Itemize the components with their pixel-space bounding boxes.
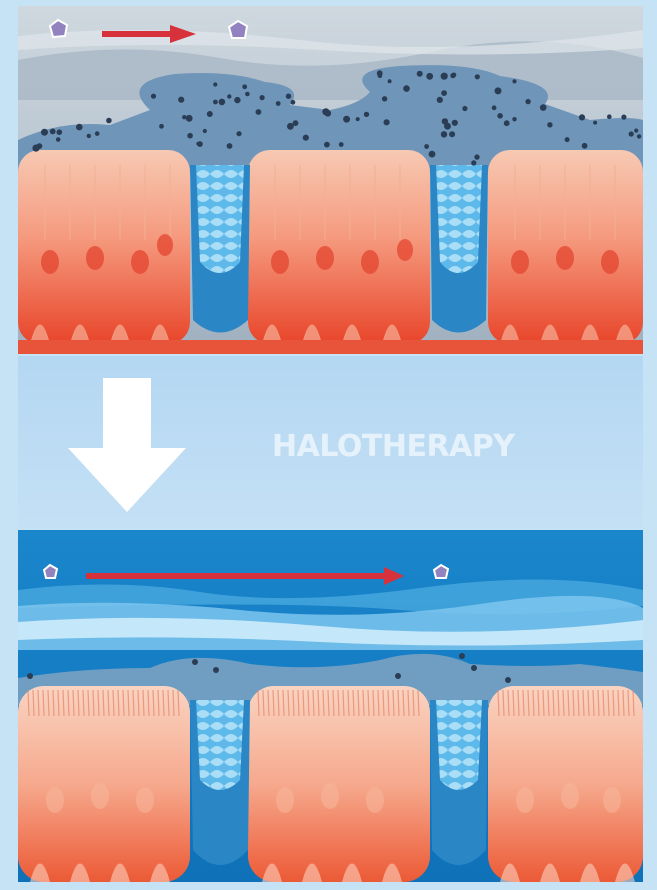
particle-dot xyxy=(325,110,332,117)
particle-dot xyxy=(417,71,423,77)
particle-dot xyxy=(87,134,91,138)
particle-dot xyxy=(324,142,330,148)
particle-dot xyxy=(475,74,480,79)
particle-dot xyxy=(634,129,638,133)
epithelium-before xyxy=(18,150,643,344)
particle-dot xyxy=(219,99,226,106)
particle-dot xyxy=(525,99,530,104)
particle-dot xyxy=(242,84,247,89)
particle-dot xyxy=(41,129,48,136)
particle-dot xyxy=(450,73,455,78)
particle-dot xyxy=(50,129,56,135)
particle-dot xyxy=(593,121,597,125)
particle-dot xyxy=(437,97,443,103)
particle-dot xyxy=(384,119,390,125)
diagram-title: HALOTHERAPY xyxy=(272,429,516,464)
particle-dot xyxy=(227,94,231,98)
particle-dot xyxy=(512,79,516,83)
gland-fluid xyxy=(196,165,244,273)
particle-dot xyxy=(629,131,634,136)
particle-dot xyxy=(565,137,570,142)
particle-dot xyxy=(512,117,516,121)
particle-dot xyxy=(497,113,503,119)
particle-dot xyxy=(293,120,299,126)
particle-dot xyxy=(186,115,193,122)
particle-dot xyxy=(441,73,448,80)
flow-arrow-shaft xyxy=(86,573,386,579)
transition-band: HALOTHERAPY xyxy=(18,356,643,528)
particle-dot xyxy=(303,135,309,141)
particle-dot xyxy=(236,131,241,136)
particle-dot xyxy=(234,97,240,103)
particle-dot xyxy=(621,115,626,120)
particle-dot xyxy=(540,104,547,111)
particle-dot xyxy=(207,111,213,117)
particle-dot xyxy=(227,143,233,149)
particle-dot xyxy=(462,106,467,111)
particle-dot xyxy=(364,112,369,117)
particle-dot xyxy=(106,118,112,124)
particle-dot xyxy=(429,151,436,158)
particle-dot xyxy=(471,160,476,165)
particle-dot xyxy=(492,105,497,110)
basement-membrane xyxy=(18,340,643,354)
particle-dot xyxy=(378,74,383,79)
particle-dot xyxy=(260,95,265,100)
particle-dot xyxy=(56,137,61,142)
particle-dot xyxy=(203,129,207,133)
particle-dot xyxy=(76,124,83,131)
mucus-plug xyxy=(180,120,250,170)
particle-dot xyxy=(495,87,502,94)
particle-dot xyxy=(57,129,63,135)
particle-dot xyxy=(196,142,200,146)
gland-fluid xyxy=(436,700,482,790)
particle-dot xyxy=(159,124,164,129)
panel-after xyxy=(18,530,643,882)
particle-dot xyxy=(291,100,296,105)
particle-dot xyxy=(449,131,455,137)
particle-dot xyxy=(245,92,250,97)
particle-dot xyxy=(213,82,217,86)
particle-dot xyxy=(579,114,585,120)
particle-dot xyxy=(441,131,447,137)
particle-dot xyxy=(256,109,262,115)
particle-dot xyxy=(343,116,350,123)
particle-dot xyxy=(607,114,612,119)
particle-dot xyxy=(637,134,641,138)
particle-dot xyxy=(151,94,156,99)
gland-fluid xyxy=(436,165,482,273)
particle-dot xyxy=(403,85,410,92)
particle-dot xyxy=(582,143,588,149)
particle-dot xyxy=(187,133,193,139)
particle-dot xyxy=(442,118,448,124)
particle-dot xyxy=(424,144,429,149)
particle-dot xyxy=(547,122,552,127)
gland-fluid xyxy=(196,700,244,790)
particle-dot xyxy=(178,97,184,103)
particle-dot xyxy=(339,142,344,147)
flow-arrow-shaft xyxy=(102,31,172,37)
particle-dot xyxy=(382,96,387,101)
particle-dot xyxy=(441,90,447,96)
particle-dot xyxy=(32,145,39,152)
particle-dot xyxy=(388,79,392,83)
particle-dot xyxy=(213,100,218,105)
particle-dot xyxy=(356,117,360,121)
particle-dot xyxy=(426,73,433,80)
panel-before xyxy=(18,6,643,354)
particle-dot xyxy=(95,131,100,136)
particle-dot xyxy=(474,154,479,159)
particle-dot xyxy=(276,101,281,106)
particle-dot xyxy=(452,120,458,126)
particle-dot xyxy=(286,94,291,99)
particle-dot xyxy=(504,120,510,126)
cell-cluster xyxy=(488,686,643,882)
